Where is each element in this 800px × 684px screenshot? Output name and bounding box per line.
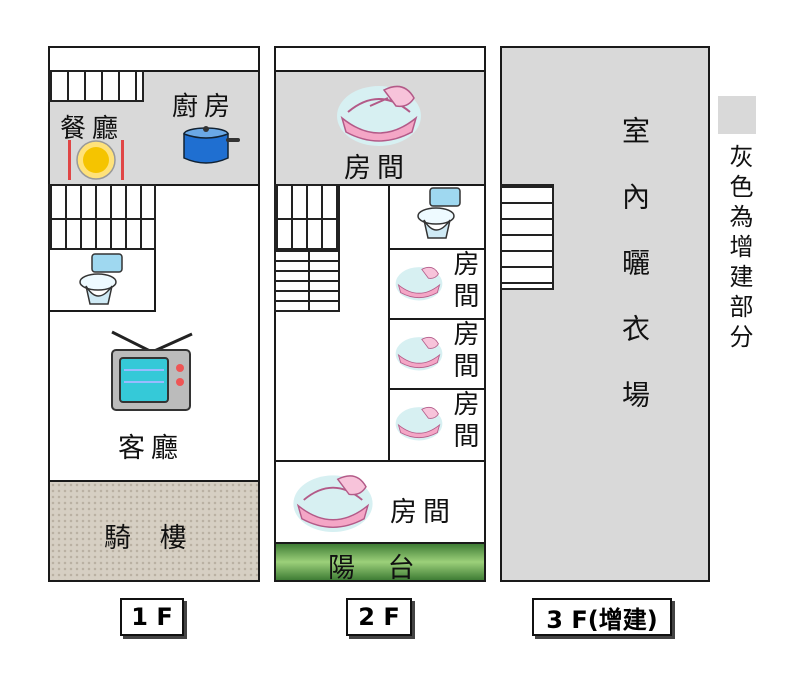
label-2f-room-c: 房間 [449, 390, 479, 454]
room-balcony [274, 542, 486, 582]
legend-swatch [718, 96, 756, 134]
stairs-3f [500, 184, 554, 290]
floor-tag-3f: 3 F(增建) [532, 598, 672, 636]
label-arcade: 騎 樓 [104, 523, 197, 554]
cradle-bed-icon [395, 336, 443, 371]
stairs-1f-top [48, 70, 144, 102]
label-2f-room-a: 房間 [449, 250, 479, 314]
label-kitchen: 廚房 [172, 92, 237, 122]
label-drying: 室內曬衣場 [618, 116, 651, 446]
cradle-bed-icon [293, 475, 373, 532]
label-living: 客廳 [118, 433, 184, 464]
label-dining: 餐廳 [60, 114, 125, 144]
label-balcony: 陽 台 [328, 553, 427, 584]
label-2f-top-room: 房間 [344, 153, 410, 184]
floor-tag-2f: 2 F [346, 598, 412, 636]
stairs-1f-middle [48, 184, 156, 250]
toilet-icon [417, 187, 461, 239]
toilet-icon [79, 253, 123, 305]
cradle-bed-icon [337, 85, 421, 146]
pot-icon [183, 126, 240, 164]
cradle-bed-icon [395, 406, 443, 441]
label-2f-bottom-room: 房間 [390, 497, 456, 528]
room-arcade [48, 480, 260, 582]
tv-icon [111, 330, 193, 411]
room-drying [500, 46, 710, 582]
label-2f-room-b: 房間 [449, 320, 479, 384]
cradle-bed-icon [395, 266, 443, 301]
legend-text: 灰色為增建部分 [725, 144, 753, 354]
stairs-2f-lower [274, 248, 340, 312]
plate-icon [68, 140, 124, 180]
floor-tag-1f: 1 F [120, 598, 184, 636]
stairs-2f-upper [274, 184, 340, 250]
